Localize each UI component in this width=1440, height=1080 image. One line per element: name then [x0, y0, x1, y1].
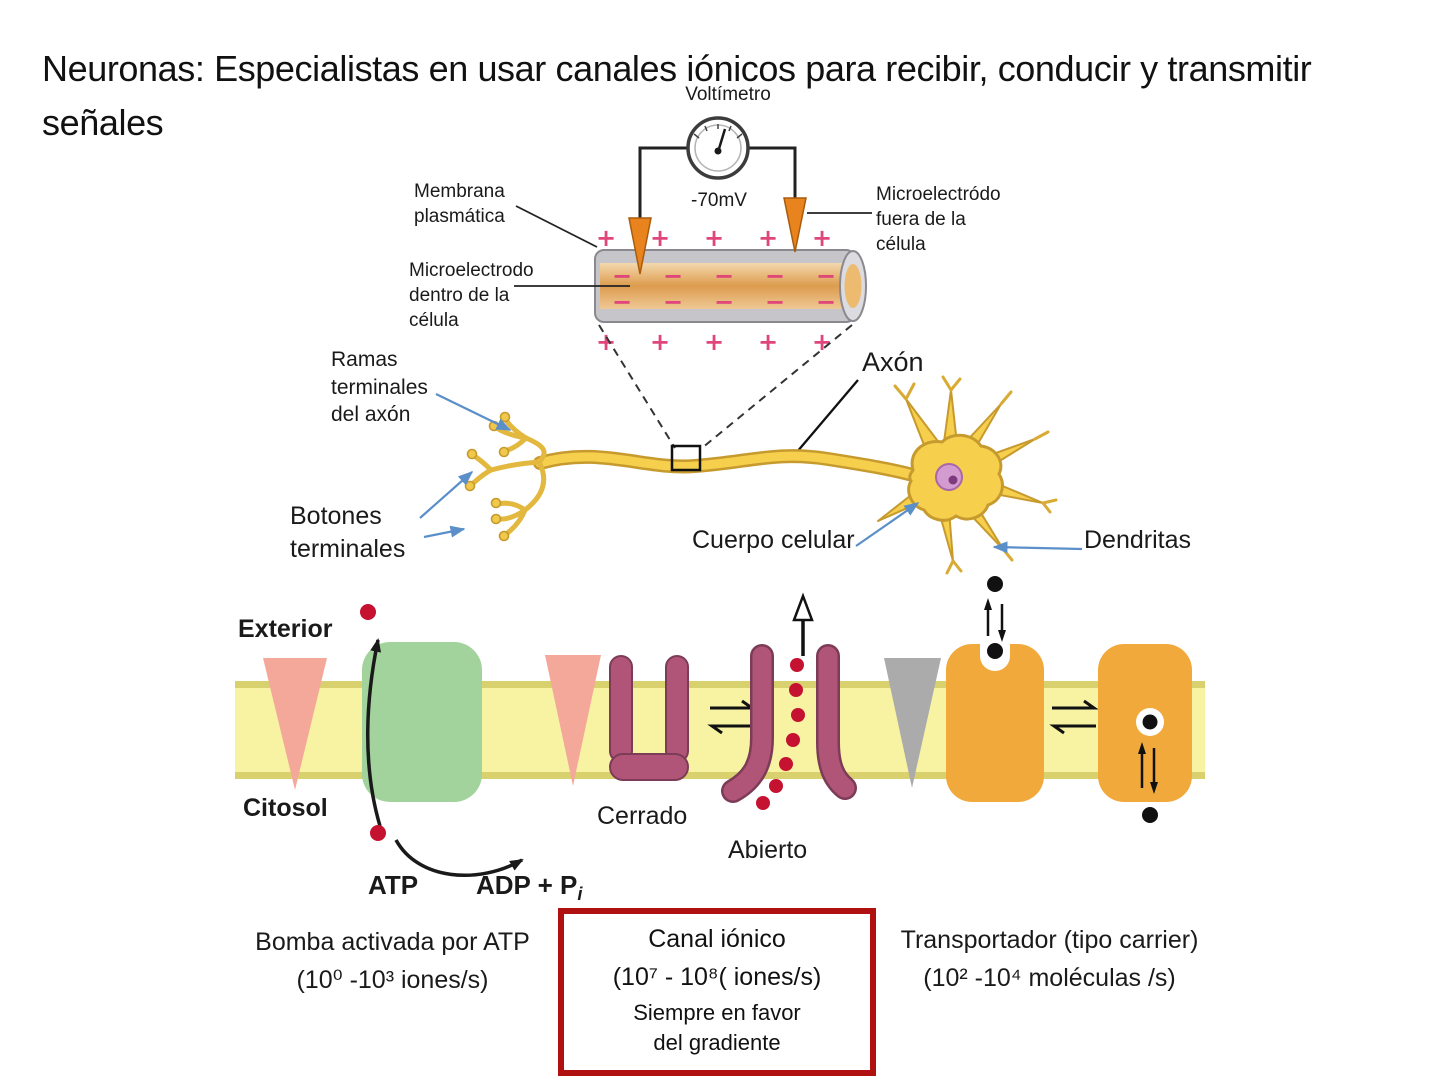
- electrode-inside-label: Microelectrodo dentro de la célula: [409, 260, 534, 332]
- transport-triangle-gray: [884, 658, 941, 788]
- closed-label: Cerrado: [597, 802, 688, 830]
- exterior-label: Exterior: [238, 615, 333, 643]
- annotation-arrows: [419, 393, 1083, 554]
- transport-triangle-salmon-2: [545, 655, 601, 786]
- molecule-dot: [1142, 714, 1158, 730]
- atp-pump: [360, 604, 524, 877]
- dendrites-label: Dendritas: [1084, 526, 1191, 554]
- molecule-dot: [1142, 807, 1158, 823]
- ion-channel-highlight-box: Canal iónico (10⁷ - 10⁸( iones/s) Siempr…: [558, 908, 876, 1076]
- charge-minus: −: [765, 262, 785, 290]
- neuron-illustration: [464, 375, 1058, 575]
- charge-minus: −: [816, 288, 836, 316]
- zoom-dashed-lines: [598, 324, 853, 449]
- axon-label: Axón: [862, 347, 924, 377]
- charge-plus: +: [650, 328, 670, 356]
- carrier-caption-line1: Transportador (tipo carrier): [900, 926, 1199, 954]
- voltmeter-gauge: [686, 116, 750, 180]
- electrode-outside-label: Microelectródo fuera de la célula: [876, 184, 1001, 256]
- ion-channel-open: [721, 592, 857, 810]
- electrode-inside-cone: [628, 217, 652, 275]
- label-leader-lines: [514, 205, 872, 460]
- charge-minus: −: [663, 262, 683, 290]
- electrode-outside-cone: [783, 197, 807, 253]
- pump-caption-line2: (10⁰ -10³ iones/s): [296, 965, 489, 994]
- charge-minus: −: [816, 262, 836, 290]
- ion-channel-closed: [609, 655, 689, 781]
- voltmeter-label: Voltímetro: [685, 84, 771, 105]
- cell-body-label: Cuerpo celular: [692, 526, 855, 554]
- channel-caption-line1: Canal iónico: [648, 925, 786, 953]
- charge-minus: −: [765, 288, 785, 316]
- carrier-protein-1: [946, 576, 1044, 802]
- adp-label: ADP + Pi: [476, 868, 582, 906]
- voltmeter-wires: [638, 146, 797, 218]
- nucleus: [935, 463, 963, 491]
- carrier-caption-line2: (10² -10⁴ moléculas /s): [923, 963, 1176, 992]
- voltmeter-reading: -70mV: [691, 190, 747, 211]
- charge-minus: −: [612, 262, 632, 290]
- charge-plus: +: [650, 224, 670, 252]
- membrane-section-cylinder: + + + + + − − − − − − − − − − + + + + +: [594, 224, 867, 356]
- atp-label: ATP: [368, 870, 419, 900]
- terminal-branches-label: Ramas terminales del axón: [331, 348, 428, 427]
- charge-minus: −: [663, 288, 683, 316]
- microelectrodes: [628, 197, 807, 275]
- equilibrium-arrows-2: [1049, 699, 1099, 735]
- open-label: Abierto: [728, 836, 808, 864]
- charge-plus: +: [812, 328, 832, 356]
- channel-caption-line4: del gradiente: [653, 1029, 781, 1055]
- pump-caption: Bomba activada por ATP (10⁰ -10³ iones/s…: [225, 924, 560, 999]
- transport-triangle-salmon-1: [263, 658, 327, 790]
- axon-terminal-branches: [468, 416, 547, 538]
- charge-plus: +: [704, 328, 724, 356]
- terminal-boutons: [464, 411, 511, 542]
- ion-flow-dots: [756, 658, 805, 810]
- axon: [535, 451, 921, 481]
- nucleolus: [948, 475, 958, 485]
- adp-subscript: i: [577, 884, 583, 905]
- charge-plus: +: [596, 328, 616, 356]
- carrier-caption: Transportador (tipo carrier) (10² -10⁴ m…: [872, 922, 1227, 997]
- charge-plus: +: [758, 328, 778, 356]
- charge-minus: −: [714, 288, 734, 316]
- charge-plus: +: [812, 224, 832, 252]
- molecule-dot: [987, 643, 1003, 659]
- channel-caption-line2: (10⁷ - 10⁸( iones/s): [612, 963, 822, 991]
- inspection-square: [670, 444, 702, 472]
- carrier-protein-2: [1098, 644, 1192, 823]
- charge-minus: −: [612, 288, 632, 316]
- charge-plus: +: [758, 224, 778, 252]
- adp-main: ADP + P: [476, 870, 578, 900]
- cytosol-label: Citosol: [243, 794, 328, 822]
- charge-minus: −: [714, 262, 734, 290]
- molecule-dot: [987, 576, 1003, 592]
- pump-caption-line1: Bomba activada por ATP: [255, 928, 530, 956]
- ion-red-dot: [360, 604, 376, 620]
- dendrite-forks: [893, 375, 1058, 575]
- terminal-buttons-label: Botones terminales: [290, 502, 406, 563]
- charge-plus: +: [704, 224, 724, 252]
- efflux-arrow-head: [792, 592, 814, 622]
- charge-plus: +: [596, 224, 616, 252]
- slide-title: Neuronas: Especialistas en usar canales …: [42, 48, 1312, 144]
- ion-red-dot: [370, 825, 386, 841]
- channel-caption-line3: Siempre en favor: [633, 1000, 801, 1025]
- membrane-label: Membrana plasmática: [414, 181, 505, 228]
